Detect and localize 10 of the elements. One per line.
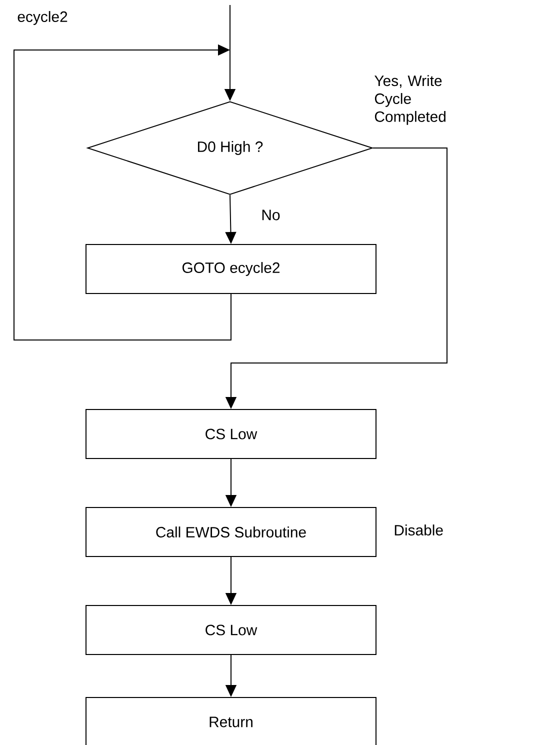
arrow	[14, 44, 232, 340]
process-box: CS Low	[86, 605, 376, 655]
process-box: Call EWDS Subroutine	[86, 507, 376, 557]
side-note: Disable	[394, 524, 443, 536]
edge-label: No	[262, 210, 280, 220]
process-box: Return	[86, 697, 376, 745]
process-box: CS Low	[86, 409, 376, 459]
entry-label: ecycle2	[18, 11, 68, 25]
process-box: GOTO ecycle2	[86, 244, 376, 294]
edge-label: Yes, Write Cycle Completed	[374, 75, 446, 125]
